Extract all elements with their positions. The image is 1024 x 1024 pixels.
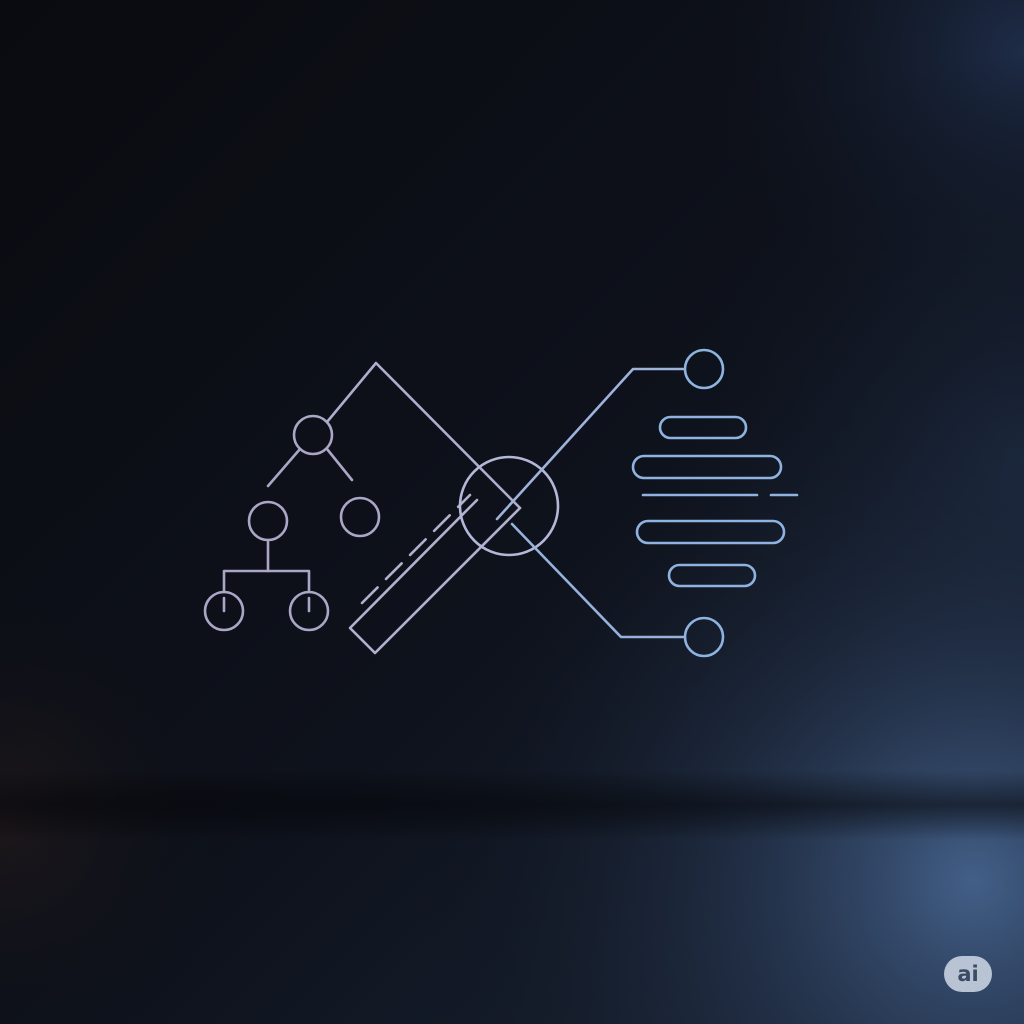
tree-leaf-node-left [203,590,245,632]
connector-band-dash [360,493,472,605]
list-bar [635,519,786,545]
tree-branch-bracket [222,569,311,594]
ai-badge-label: ai [957,962,979,986]
crossing-connector-icon [325,361,687,655]
output-node-top [683,348,725,390]
list-bar [631,454,783,480]
tree-edge [325,447,354,482]
hub-node [458,455,560,557]
tree-hierarchy-icon [203,414,381,632]
ai-badge: ai [944,956,992,992]
tree-child-node-left [247,500,289,542]
list-lines-icon [631,348,799,658]
tree-edge [266,447,302,488]
output-node-bottom [683,616,725,658]
connector-to-top-node [495,367,685,521]
tree-leaf-node-right [288,590,330,632]
list-bar [658,415,748,440]
list-bar [667,563,757,588]
tree-root-node [292,414,334,456]
tree-child-node-right [339,496,381,538]
connector-band-outline [348,498,522,655]
connector-upper-path [325,361,522,510]
connector-to-bottom-node [510,522,687,639]
